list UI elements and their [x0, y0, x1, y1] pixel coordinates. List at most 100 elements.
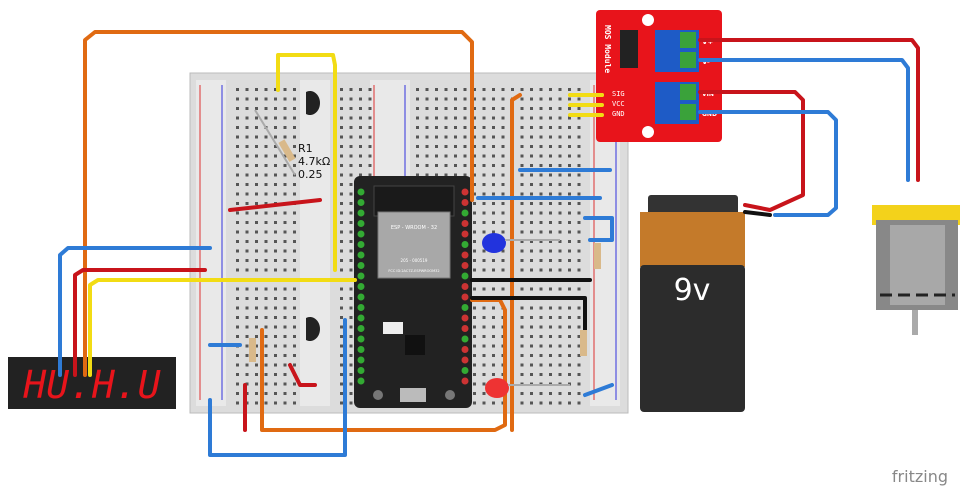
breadboard-hole: [558, 344, 562, 348]
breadboard-hole: [340, 401, 343, 405]
breadboard-hole: [492, 335, 495, 338]
breadboard-hole: [558, 145, 562, 148]
breadboard-hole: [492, 287, 495, 291]
breadboard-hole: [340, 164, 343, 167]
breadboard-hole: [549, 164, 552, 167]
breadboard-hole: [520, 401, 524, 405]
breadboard-hole: [349, 306, 353, 310]
breadboard-hole: [577, 97, 581, 101]
breadboard-hole: [539, 287, 543, 291]
breadboard-hole: [293, 211, 296, 215]
breadboard-hole: [501, 135, 505, 139]
breadboard-hole: [293, 259, 296, 262]
breadboard-hole: [501, 88, 505, 91]
breadboard-hole: [349, 316, 353, 319]
breadboard-hole: [520, 240, 524, 243]
breadboard-hole: [492, 88, 495, 91]
breadboard-hole: [274, 88, 277, 91]
breadboard-hole: [236, 354, 239, 357]
breadboard-hole: [539, 240, 543, 243]
breadboard-hole: [568, 164, 571, 167]
breadboard-hole: [255, 344, 258, 348]
breadboard-hole: [520, 287, 524, 291]
usb-port: [400, 388, 426, 402]
breadboard-hole: [473, 221, 476, 224]
breadboard-hole: [568, 259, 571, 262]
breadboard-hole: [283, 135, 287, 139]
breadboard-hole: [264, 354, 268, 357]
breadboard-hole: [245, 107, 249, 110]
breadboard-hole: [568, 173, 571, 177]
terminal-vin-label: VIN: [702, 91, 714, 98]
esp32-pin: [357, 262, 365, 269]
breadboard-hole: [255, 354, 258, 357]
breadboard-hole: [349, 363, 353, 367]
breadboard-hole: [255, 173, 258, 177]
breadboard-hole: [530, 107, 533, 110]
breadboard-hole: [463, 145, 467, 148]
breadboard-hole: [349, 287, 353, 291]
breadboard-hole: [549, 306, 552, 310]
breadboard-hole: [501, 173, 505, 177]
breadboard-hole: [473, 363, 476, 367]
breadboard-hole: [245, 202, 249, 205]
breadboard-hole: [359, 135, 362, 139]
breadboard-hole: [236, 107, 239, 110]
breadboard-hole: [349, 211, 353, 215]
wire-blue: [583, 216, 614, 242]
breadboard-hole: [577, 173, 581, 177]
breadboard-hole: [530, 183, 533, 186]
breadboard-hole: [577, 401, 581, 405]
breadboard-hole: [236, 230, 239, 234]
breadboard-hole: [349, 268, 353, 272]
breadboard-hole: [539, 316, 543, 319]
breadboard-hole: [340, 107, 343, 110]
breadboard-hole: [236, 363, 239, 367]
breadboard-hole: [245, 173, 249, 177]
breadboard-hole: [293, 392, 296, 395]
wire-yellow: [88, 278, 357, 377]
breadboard-hole: [349, 173, 353, 177]
en-button[interactable]: [445, 390, 455, 400]
breadboard-hole: [416, 135, 419, 139]
breadboard-hole: [349, 335, 353, 338]
breadboard-hole: [558, 211, 562, 215]
breadboard-hole: [492, 344, 495, 348]
boot-button[interactable]: [373, 390, 383, 400]
breadboard-hole: [539, 97, 543, 101]
breadboard-hole: [283, 335, 287, 338]
breadboard-hole: [245, 363, 249, 367]
esp32-pin: [357, 367, 365, 374]
breadboard-hole: [283, 97, 287, 101]
breadboard-hole: [577, 88, 581, 91]
breadboard-hole: [520, 259, 524, 262]
breadboard-hole: [245, 192, 249, 196]
breadboard-hole: [558, 363, 562, 367]
breadboard-hole: [539, 306, 543, 310]
breadboard-hole: [236, 316, 239, 319]
breadboard-hole: [492, 354, 495, 357]
breadboard-hole: [349, 192, 353, 196]
breadboard-hole: [520, 249, 524, 253]
esp32-pin: [461, 293, 469, 301]
breadboard-hole: [549, 335, 552, 338]
breadboard-hole: [549, 211, 552, 215]
breadboard-hole: [435, 97, 438, 101]
breadboard-hole: [425, 88, 429, 91]
breadboard-hole: [349, 230, 353, 234]
breadboard-hole: [577, 354, 581, 357]
breadboard-hole: [473, 325, 476, 329]
breadboard-hole: [463, 107, 467, 110]
breadboard-hole: [340, 135, 343, 139]
breadboard-hole: [274, 335, 277, 338]
breadboard-hole: [340, 88, 343, 91]
esp32-pin: [461, 356, 469, 364]
breadboard-hole: [283, 306, 287, 310]
breadboard-hole: [530, 126, 533, 129]
breadboard-hole: [283, 192, 287, 196]
breadboard-hole: [349, 116, 353, 120]
resistor: [249, 338, 256, 362]
breadboard-hole: [492, 325, 495, 329]
breadboard-hole: [577, 316, 581, 319]
breadboard-hole: [359, 154, 362, 158]
